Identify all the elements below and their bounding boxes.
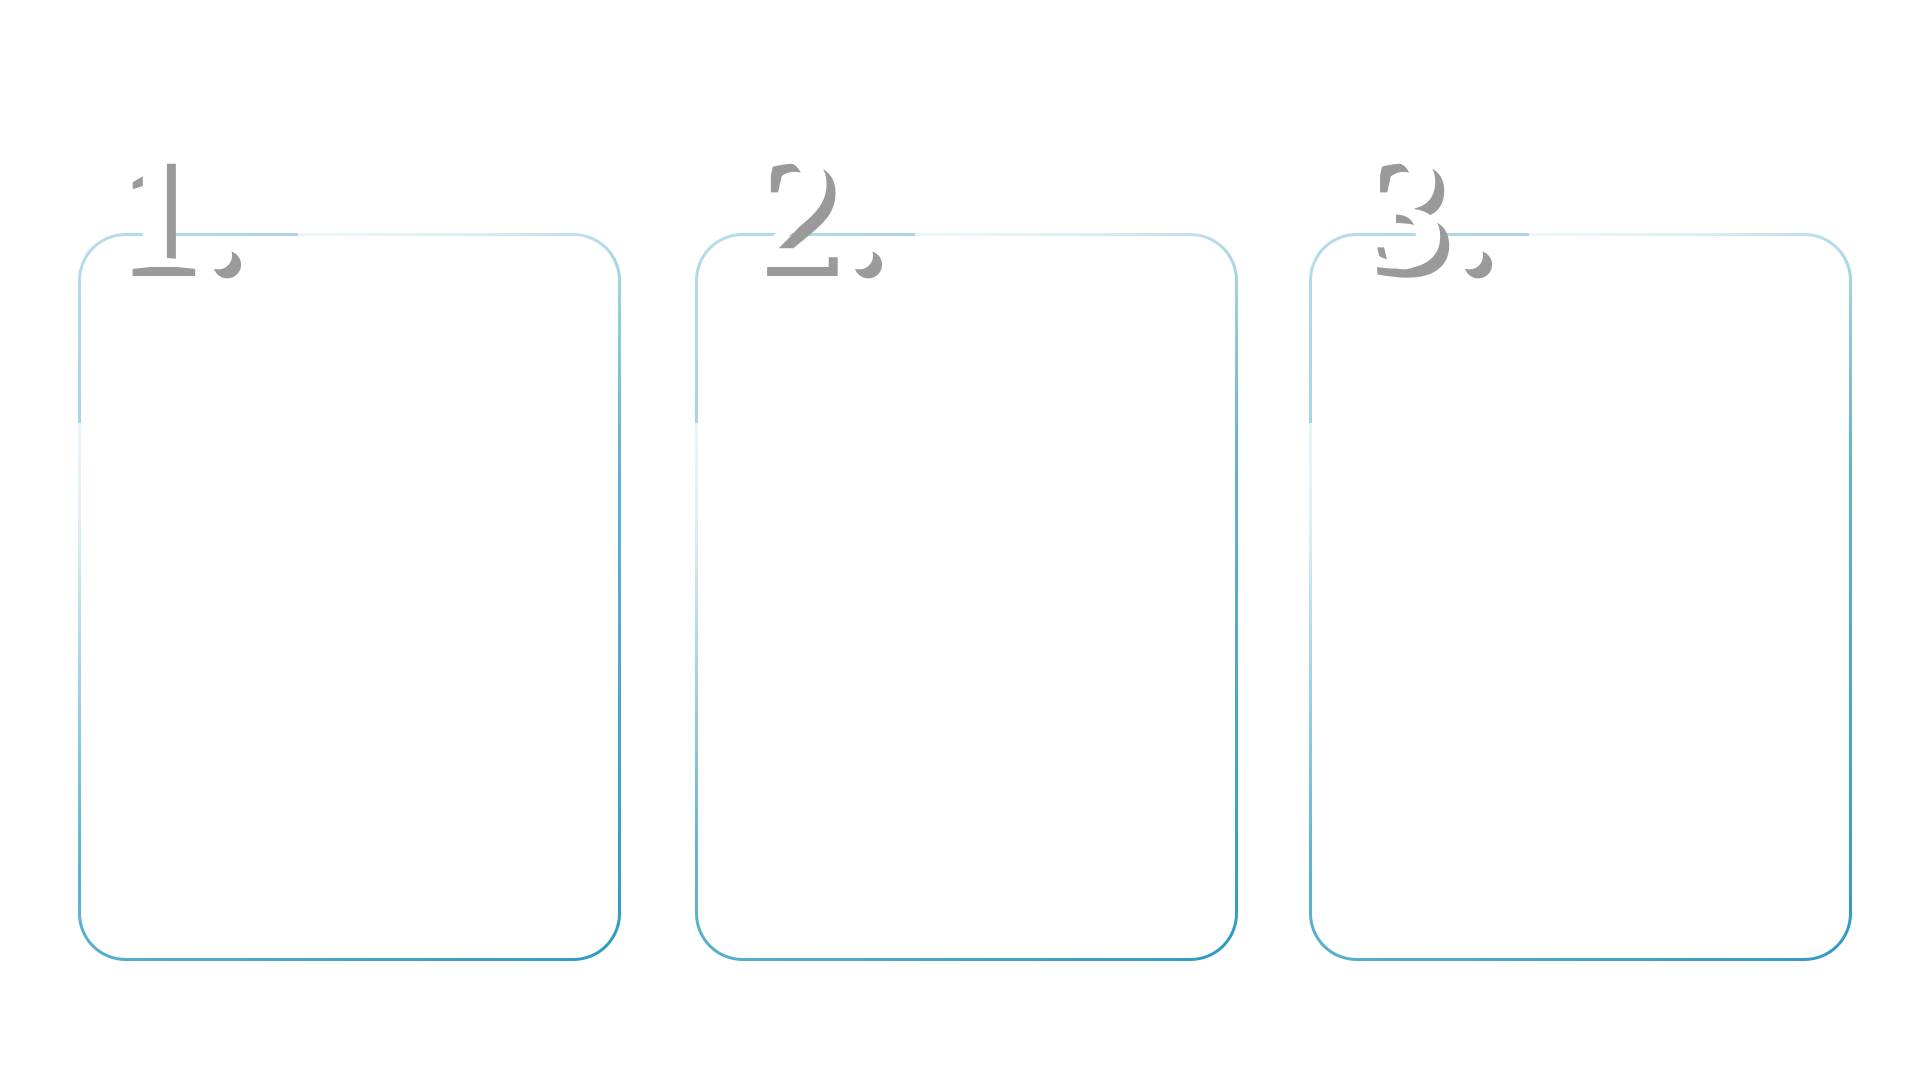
step-number: 1. <box>110 116 242 304</box>
step-panel-2: 2. <box>695 125 1238 961</box>
step-panel-3: 3. <box>1309 125 1852 961</box>
step-number: 3. <box>1361 116 1493 304</box>
step-panel-frame <box>695 233 1238 961</box>
step-number: 2. <box>751 116 883 304</box>
step-panel-frame <box>1309 233 1852 961</box>
step-panel-frame <box>78 233 621 961</box>
step-panel-1: 1. <box>78 125 621 961</box>
